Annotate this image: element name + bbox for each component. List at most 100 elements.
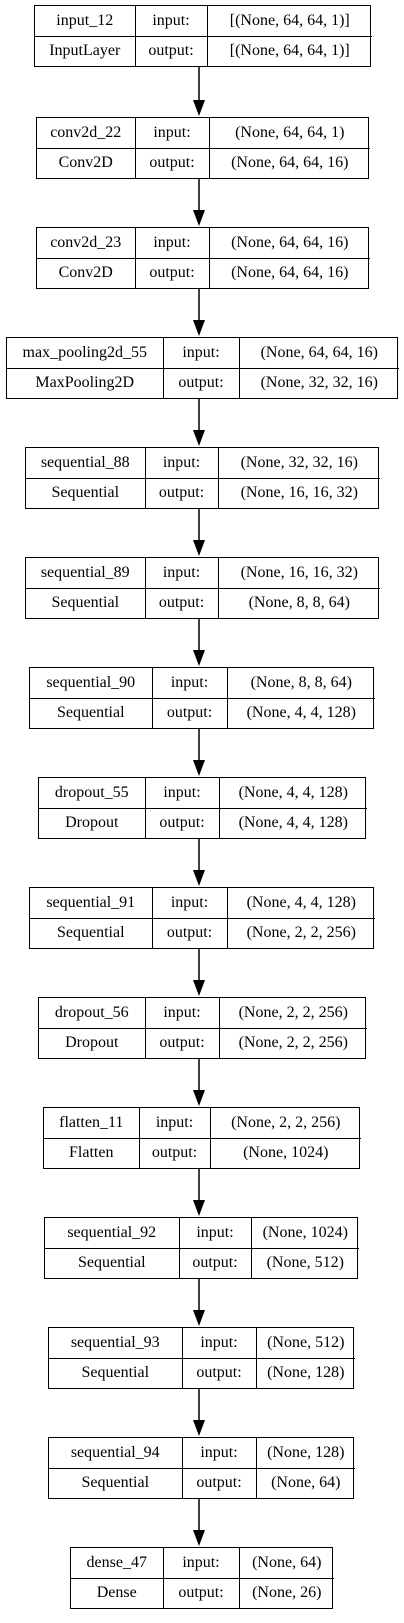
output-shape: (None, 64, 64, 16) (208, 147, 370, 178)
output-shape: (None, 32, 32, 16) (238, 367, 399, 398)
input-shape: (None, 64) (238, 1548, 334, 1579)
layer-type: MaxPooling2D (7, 367, 164, 398)
layer-name: sequential_92 (45, 1218, 180, 1249)
output-shape: (None, 4, 4, 128) (218, 807, 367, 838)
arrowhead-icon (193, 210, 205, 226)
layer-type: Sequential (26, 477, 146, 508)
output-label: output: (144, 807, 220, 838)
layer-type: Conv2D (37, 147, 136, 178)
output-label: output: (144, 1027, 220, 1058)
output-label: output: (181, 1357, 257, 1388)
output-label: output: (178, 1247, 252, 1278)
input-label: input: (134, 118, 210, 149)
layer-name: dropout_55 (39, 778, 146, 809)
input-label: input: (144, 998, 220, 1029)
layer-name: sequential_94 (49, 1438, 183, 1469)
input-shape: (None, 64, 64, 1) (208, 118, 370, 149)
layer-type: Sequential (49, 1467, 183, 1498)
arrowhead-icon (193, 1200, 205, 1216)
output-label: output: (162, 1577, 240, 1608)
input-label: input: (138, 1108, 211, 1139)
layer-type: InputLayer (35, 35, 136, 66)
layer-type: Dense (71, 1577, 164, 1608)
input-label: input: (151, 668, 228, 699)
arrowhead-icon (193, 650, 205, 666)
output-label: output: (151, 917, 228, 948)
output-label: output: (162, 367, 240, 398)
input-label: input: (162, 338, 240, 369)
input-label: input: (181, 1328, 257, 1359)
arrowhead-icon (193, 1090, 205, 1106)
layer-name: sequential_91 (30, 888, 153, 919)
arrowhead-icon (193, 760, 205, 776)
layer-type: Sequential (30, 697, 153, 728)
input-shape: (None, 1024) (250, 1218, 359, 1249)
layer-name: max_pooling2d_55 (7, 338, 164, 369)
arrowhead-icon (193, 1310, 205, 1326)
arrowhead-icon (193, 1420, 205, 1436)
layer-type: Sequential (30, 917, 153, 948)
output-shape: (None, 128) (255, 1357, 355, 1388)
arrowhead-icon (193, 540, 205, 556)
input-label: input: (144, 558, 219, 589)
arrowhead-icon (193, 1530, 205, 1546)
output-label: output: (134, 147, 210, 178)
output-shape: [(None, 64, 64, 1)] (206, 35, 372, 66)
layer-name: flatten_11 (44, 1108, 140, 1139)
input-label: input: (178, 1218, 252, 1249)
output-label: output: (134, 35, 208, 66)
output-label: output: (138, 1137, 211, 1168)
input-shape: (None, 64, 64, 16) (238, 338, 399, 369)
input-shape: (None, 64, 64, 16) (208, 228, 370, 259)
layer-type: Flatten (44, 1137, 140, 1168)
layer-type: Sequential (45, 1247, 180, 1278)
arrowhead-icon (193, 870, 205, 886)
arrowhead-icon (193, 980, 205, 996)
output-shape: (None, 512) (250, 1247, 359, 1278)
output-shape: (None, 8, 8, 64) (217, 587, 380, 618)
layer-name: dropout_56 (39, 998, 146, 1029)
arrowhead-icon (193, 430, 205, 446)
layer-name: sequential_89 (26, 558, 146, 589)
input-shape: (None, 16, 16, 32) (217, 558, 380, 589)
input-label: input: (144, 778, 220, 809)
output-label: output: (181, 1467, 257, 1498)
input-label: input: (134, 6, 208, 37)
input-shape: (None, 128) (255, 1438, 355, 1469)
output-shape: (None, 1024) (209, 1137, 361, 1168)
output-label: output: (151, 697, 228, 728)
layer-type: Sequential (26, 587, 146, 618)
output-shape: (None, 4, 4, 128) (226, 697, 375, 728)
arrowhead-icon (193, 100, 205, 116)
output-shape: (None, 2, 2, 256) (226, 917, 375, 948)
output-shape: (None, 26) (238, 1577, 334, 1608)
layer-type: Sequential (49, 1357, 183, 1388)
output-label: output: (144, 587, 219, 618)
input-shape: (None, 2, 2, 256) (218, 998, 367, 1029)
input-label: input: (181, 1438, 257, 1469)
input-shape: [(None, 64, 64, 1)] (206, 6, 372, 37)
layer-name: sequential_90 (30, 668, 153, 699)
layer-name: conv2d_22 (37, 118, 136, 149)
output-label: output: (134, 257, 210, 288)
output-label: output: (144, 477, 219, 508)
input-label: input: (162, 1548, 240, 1579)
input-shape: (None, 512) (255, 1328, 355, 1359)
input-shape: (None, 4, 4, 128) (218, 778, 367, 809)
output-shape: (None, 64, 64, 16) (208, 257, 370, 288)
output-shape: (None, 64) (255, 1467, 355, 1498)
